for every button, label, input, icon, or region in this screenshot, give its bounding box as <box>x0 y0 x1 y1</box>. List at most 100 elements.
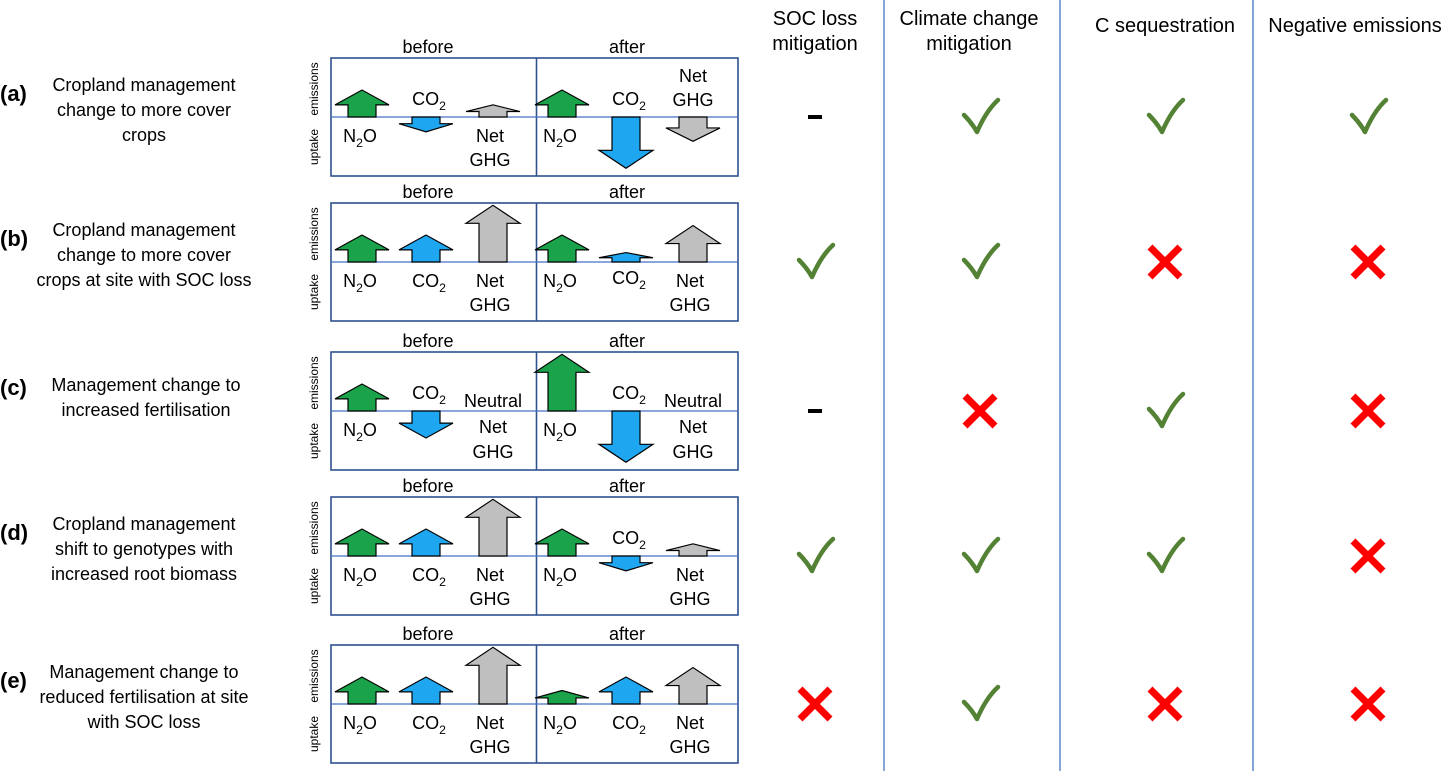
check-mark-icon <box>961 536 1001 574</box>
check-mark-icon <box>796 242 836 280</box>
n2o-label: N2O <box>543 126 577 150</box>
co2-label: CO2 <box>412 713 446 737</box>
n2o-arrow-icon <box>534 689 590 705</box>
column-header-line: SOC loss <box>773 8 857 30</box>
column-header-c-sequestration: C sequestration <box>1095 15 1235 37</box>
column-dividers <box>883 0 1254 771</box>
co2-arrow-icon <box>398 676 454 705</box>
co2-arrow-icon <box>398 234 454 263</box>
uptake-axis-label: uptake <box>307 568 321 604</box>
row-label: (d) <box>0 520 28 545</box>
net-label: Net <box>476 565 504 585</box>
n2o-arrow-icon <box>334 528 390 557</box>
result-marks <box>797 684 1386 722</box>
net-label: Net <box>479 417 507 437</box>
after-label: after <box>609 476 645 496</box>
ghg-label: GHG <box>469 150 510 170</box>
result-marks <box>808 97 1389 135</box>
row-label: (b) <box>0 226 28 251</box>
before-label: before <box>402 331 453 351</box>
column-header-climate-change-mitigation: Climate change mitigation <box>900 8 1039 55</box>
co2-arrow-icon <box>598 676 654 705</box>
after-label: after <box>609 182 645 202</box>
row-description-line: shift to genotypes with <box>55 539 233 559</box>
n2o-arrow-icon <box>533 353 591 412</box>
cross-mark-icon <box>1350 686 1386 722</box>
n2o-arrow-icon <box>334 676 390 705</box>
net-label: Net <box>676 713 704 733</box>
n2o-label: N2O <box>343 713 377 737</box>
before-label: before <box>402 624 453 644</box>
net-label: Net <box>476 271 504 291</box>
co2-label: CO2 <box>412 271 446 295</box>
result-marks <box>796 536 1386 574</box>
net-ghg-arrow-icon <box>665 543 721 557</box>
row-description-line: increased root biomass <box>51 564 237 584</box>
before-label: before <box>402 182 453 202</box>
scenario-row-a: (a) Cropland management change to more cov… <box>0 37 1389 177</box>
column-header-line: Climate change <box>900 8 1039 30</box>
net-ghg-arrow-icon <box>464 646 522 705</box>
ghg-label: GHG <box>469 589 510 609</box>
column-header-soc-loss-mitigation: SOC loss mitigation <box>772 8 858 55</box>
co2-label: CO2 <box>612 383 646 407</box>
row-description-line: Cropland management <box>52 220 235 240</box>
scenario-rows: (a) Cropland management change to more cov… <box>0 37 1389 764</box>
net-label: Net <box>676 271 704 291</box>
row-description-line: Cropland management <box>52 75 235 95</box>
n2o-label: N2O <box>343 126 377 150</box>
row-description-line: Cropland management <box>52 514 235 534</box>
uptake-axis-label: uptake <box>307 716 321 752</box>
row-description-line: increased fertilisation <box>61 400 230 420</box>
net-ghg-arrow-icon <box>664 666 722 705</box>
row-description-line: change to more cover <box>57 100 231 120</box>
cross-mark-icon <box>1350 393 1386 429</box>
co2-arrow-icon <box>598 251 654 263</box>
emissions-axis-label: emissions <box>307 207 321 260</box>
column-header-line: mitigation <box>926 33 1012 55</box>
row-description-line: change to more cover <box>57 245 231 265</box>
check-mark-icon <box>961 97 1001 135</box>
net-label: Net <box>679 417 707 437</box>
column-header-line: Negative emissions <box>1268 15 1441 37</box>
co2-arrow-icon <box>597 116 655 170</box>
net-ghg-arrow-icon <box>464 498 522 557</box>
co2-arrow-icon <box>398 410 454 439</box>
n2o-arrow-icon <box>534 89 590 118</box>
net-neutral-label: Neutral <box>664 391 722 411</box>
n2o-label: N2O <box>543 420 577 444</box>
n2o-arrow-icon <box>534 528 590 557</box>
cross-mark-icon <box>1350 244 1386 280</box>
row-label: (c) <box>0 375 27 400</box>
net-label: Net <box>476 713 504 733</box>
result-marks <box>808 391 1386 429</box>
check-mark-icon <box>1146 97 1186 135</box>
row-description-line: crops <box>122 125 166 145</box>
net-ghg-arrow-icon <box>464 204 522 263</box>
co2-arrow-icon <box>598 555 654 572</box>
n2o-arrow-icon <box>334 383 390 412</box>
check-mark-icon <box>1146 536 1186 574</box>
net-ghg-arrow-icon <box>465 104 521 118</box>
n2o-label: N2O <box>343 271 377 295</box>
co2-label: CO2 <box>412 89 446 113</box>
co2-label: CO2 <box>612 528 646 552</box>
emissions-axis-label: emissions <box>307 501 321 554</box>
ghg-label: GHG <box>472 442 513 462</box>
column-header-line: mitigation <box>772 33 858 55</box>
uptake-axis-label: uptake <box>307 129 321 165</box>
ghg-label: GHG <box>669 589 710 609</box>
row-label: (a) <box>0 81 27 106</box>
column-header-line: C sequestration <box>1095 15 1235 37</box>
check-mark-icon <box>796 536 836 574</box>
cross-mark-icon <box>962 393 998 429</box>
ghg-label: GHG <box>469 295 510 315</box>
